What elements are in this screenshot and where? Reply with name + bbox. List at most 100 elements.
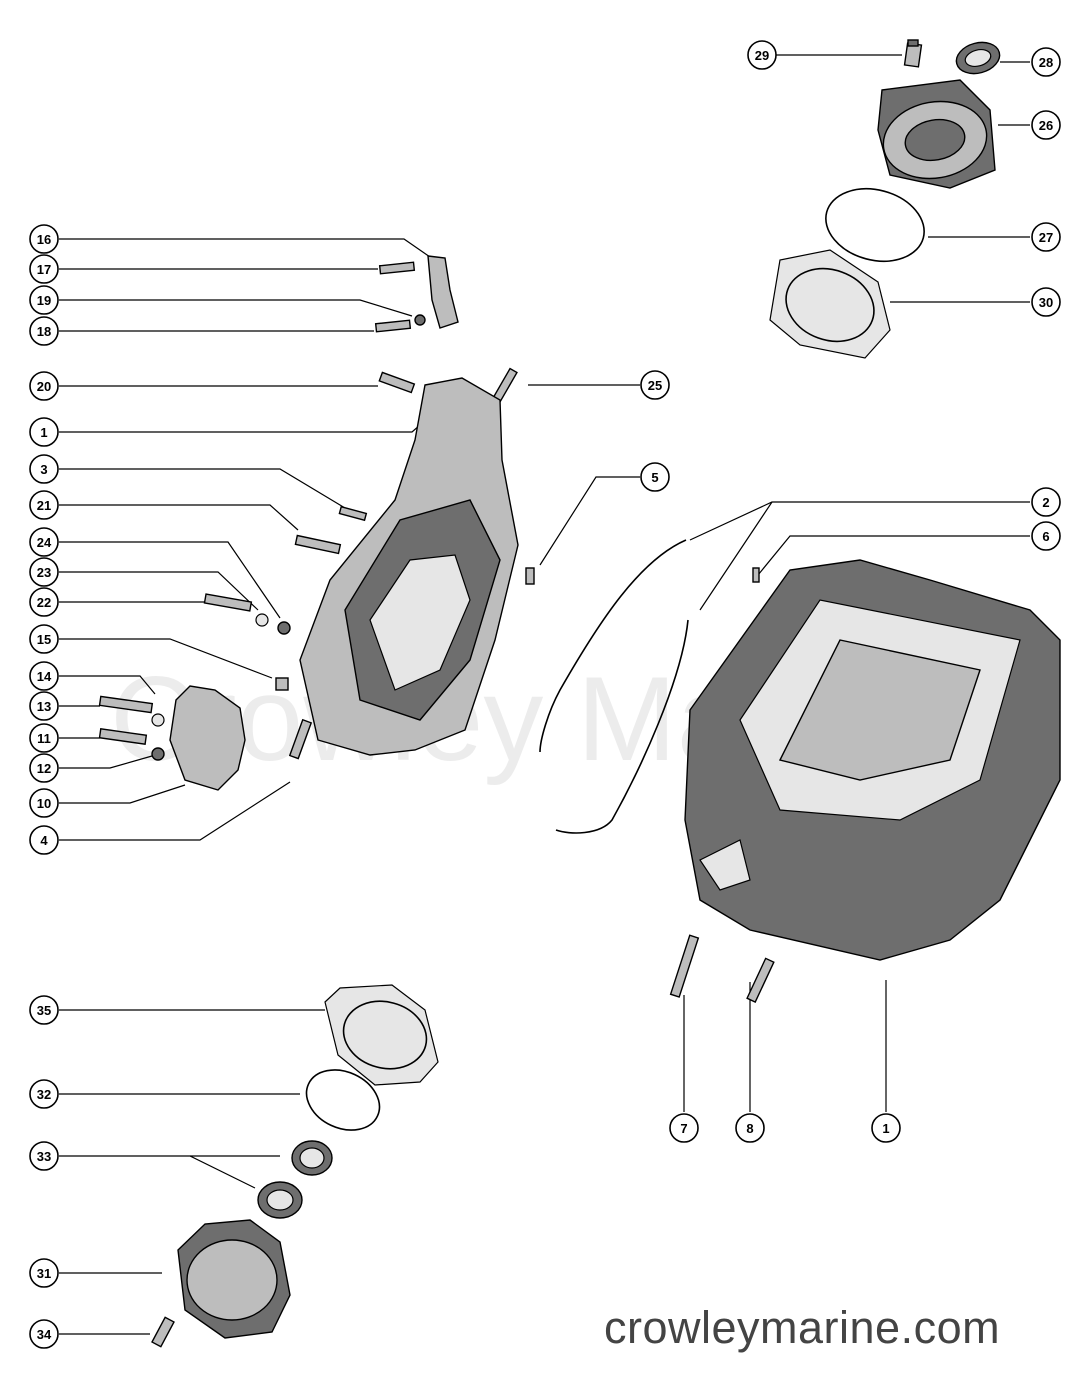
callout-label: 18 bbox=[37, 324, 51, 339]
callout-13[interactable]: 13 bbox=[29, 691, 59, 721]
callout-label: 14 bbox=[37, 669, 52, 684]
callout-23[interactable]: 23 bbox=[29, 557, 59, 587]
part-pin-3 bbox=[338, 505, 368, 522]
callout-14[interactable]: 14 bbox=[29, 661, 59, 691]
part-screw-29 bbox=[903, 39, 923, 68]
callout-label: 20 bbox=[37, 379, 51, 394]
callout-26[interactable]: 26 bbox=[1031, 110, 1061, 140]
callout-label: 32 bbox=[37, 1087, 51, 1102]
callouts: 29 28 26 27 30 16 17 19 18 20 25 1 3 21 … bbox=[29, 40, 1061, 1349]
callout-label: 11 bbox=[37, 731, 51, 746]
callout-label: 2 bbox=[1042, 495, 1049, 510]
part-seal-strip-2b bbox=[555, 619, 689, 834]
part-clamp-16 bbox=[427, 255, 459, 329]
callout-2[interactable]: 2 bbox=[1031, 487, 1061, 517]
callout-label: 17 bbox=[37, 262, 51, 277]
callout-label: 22 bbox=[37, 595, 51, 610]
callout-label: 34 bbox=[37, 1327, 52, 1342]
callout-label: 3 bbox=[40, 462, 47, 477]
callout-label: 1 bbox=[40, 425, 47, 440]
callout-24[interactable]: 24 bbox=[29, 527, 59, 557]
callout-6[interactable]: 6 bbox=[1031, 521, 1061, 551]
callout-27[interactable]: 27 bbox=[1031, 222, 1061, 252]
callout-30[interactable]: 30 bbox=[1031, 287, 1061, 317]
callout-21[interactable]: 21 bbox=[29, 490, 59, 520]
callout-33[interactable]: 33 bbox=[29, 1141, 59, 1171]
callout-label: 12 bbox=[37, 761, 51, 776]
part-housing-31 bbox=[177, 1219, 291, 1339]
callout-label: 27 bbox=[1039, 230, 1053, 245]
part-nut-24 bbox=[277, 621, 291, 635]
callout-32[interactable]: 32 bbox=[29, 1079, 59, 1109]
part-washer-14 bbox=[151, 713, 165, 727]
callout-29[interactable]: 29 bbox=[747, 40, 777, 70]
part-pin-6 bbox=[752, 567, 760, 583]
callout-label: 21 bbox=[37, 498, 51, 513]
callout-label: 4 bbox=[40, 833, 48, 848]
callout-5[interactable]: 5 bbox=[640, 462, 670, 492]
callout-4[interactable]: 4 bbox=[29, 825, 59, 855]
callout-label: 33 bbox=[37, 1149, 51, 1164]
callout-3[interactable]: 3 bbox=[29, 454, 59, 484]
part-bolt-11 bbox=[98, 728, 148, 745]
callout-label: 6 bbox=[1042, 529, 1049, 544]
callout-17[interactable]: 17 bbox=[29, 254, 59, 284]
callout-11[interactable]: 11 bbox=[29, 723, 59, 753]
callout-label: 23 bbox=[37, 565, 51, 580]
callout-1-right[interactable]: 1 bbox=[871, 1113, 901, 1143]
brand-watermark: crowleymarine.com bbox=[604, 1302, 1001, 1353]
callout-19[interactable]: 19 bbox=[29, 285, 59, 315]
callout-20[interactable]: 20 bbox=[29, 371, 59, 401]
part-oring-27 bbox=[825, 188, 925, 262]
part-dowel-4 bbox=[288, 718, 313, 760]
callout-label: 15 bbox=[37, 632, 51, 647]
callout-1-left[interactable]: 1 bbox=[29, 417, 59, 447]
part-bolt-20 bbox=[378, 371, 416, 394]
part-washer-23 bbox=[255, 613, 269, 627]
callout-label: 31 bbox=[37, 1266, 51, 1281]
callout-34[interactable]: 34 bbox=[29, 1319, 59, 1349]
callout-22[interactable]: 22 bbox=[29, 587, 59, 617]
part-nut-19 bbox=[414, 314, 426, 326]
callout-12[interactable]: 12 bbox=[29, 753, 59, 783]
callout-16[interactable]: 16 bbox=[29, 224, 59, 254]
callout-8[interactable]: 8 bbox=[735, 1113, 765, 1143]
callout-label: 30 bbox=[1039, 295, 1053, 310]
callout-label: 29 bbox=[755, 48, 769, 63]
callout-35[interactable]: 35 bbox=[29, 995, 59, 1025]
part-screw-34 bbox=[151, 1316, 175, 1348]
part-crankcase-right-1 bbox=[684, 559, 1061, 961]
part-seal-28 bbox=[955, 41, 1001, 75]
callout-label: 10 bbox=[37, 796, 51, 811]
callout-label: 5 bbox=[651, 470, 658, 485]
part-fitting-15 bbox=[275, 677, 289, 691]
part-bolt-22 bbox=[203, 593, 253, 612]
callout-label: 7 bbox=[680, 1121, 687, 1136]
callout-label: 24 bbox=[37, 535, 52, 550]
part-bolt-21 bbox=[294, 534, 342, 555]
callout-28[interactable]: 28 bbox=[1031, 47, 1061, 77]
callout-label: 16 bbox=[37, 232, 51, 247]
callout-18[interactable]: 18 bbox=[29, 316, 59, 346]
callout-label: 25 bbox=[648, 378, 662, 393]
part-seal-33a bbox=[291, 1140, 333, 1176]
part-gasket-30 bbox=[769, 249, 891, 359]
callout-25[interactable]: 25 bbox=[640, 370, 670, 400]
callout-31[interactable]: 31 bbox=[29, 1258, 59, 1288]
callout-label: 35 bbox=[37, 1003, 51, 1018]
part-housing-26 bbox=[877, 79, 996, 189]
callout-15[interactable]: 15 bbox=[29, 624, 59, 654]
callout-label: 19 bbox=[37, 293, 51, 308]
callout-label: 13 bbox=[37, 699, 51, 714]
part-oring-32 bbox=[305, 1069, 381, 1131]
part-bolt-13 bbox=[98, 695, 154, 714]
callout-label: 26 bbox=[1039, 118, 1053, 133]
part-seal-33b bbox=[257, 1181, 303, 1219]
callout-label: 28 bbox=[1039, 55, 1053, 70]
callout-label: 8 bbox=[746, 1121, 753, 1136]
callout-label: 1 bbox=[882, 1121, 889, 1136]
callout-10[interactable]: 10 bbox=[29, 788, 59, 818]
callout-7[interactable]: 7 bbox=[669, 1113, 699, 1143]
